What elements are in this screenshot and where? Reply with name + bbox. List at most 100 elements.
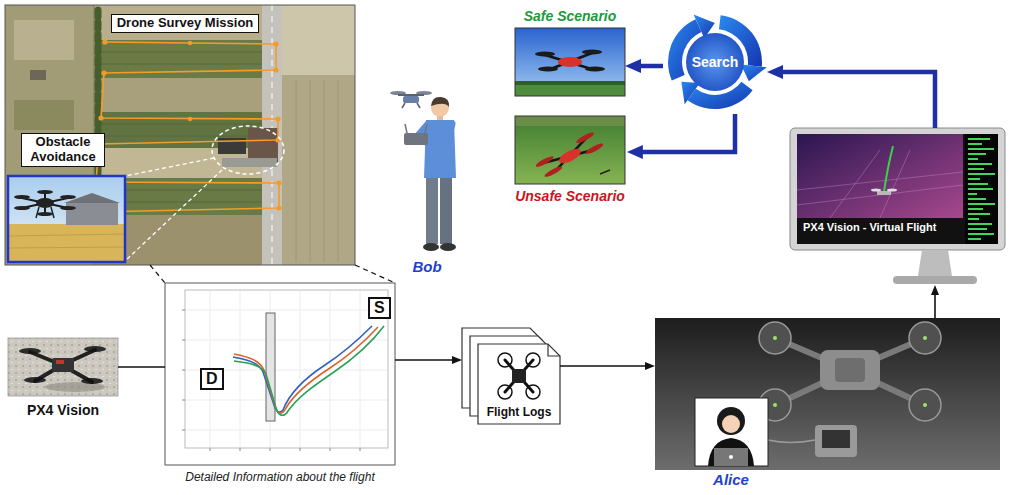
operator-figure <box>404 133 428 145</box>
unsafe-scenario-image <box>515 116 625 184</box>
flow-arrow <box>934 290 936 318</box>
operator-figure <box>402 103 405 108</box>
survey-map <box>14 100 74 130</box>
cycle-label: Search <box>692 54 739 70</box>
drone-photo <box>19 346 106 384</box>
survey-map <box>188 41 192 45</box>
analyst-panel <box>655 318 1000 470</box>
simulator-monitor <box>965 134 998 244</box>
survey-map <box>222 158 277 167</box>
cycle-ring <box>668 15 767 109</box>
simulator-monitor <box>884 146 893 192</box>
simulator-monitor <box>968 193 977 195</box>
scenario-image: Safe Scenario <box>515 6 625 96</box>
survey-map <box>30 70 46 80</box>
flight-log-stack <box>526 353 540 367</box>
obstacle-inset-photo <box>37 190 53 194</box>
trajectory-plot <box>270 448 271 451</box>
operator-figure <box>431 97 449 107</box>
simulator-monitor <box>968 203 995 205</box>
trajectory-plot <box>234 326 384 415</box>
simulator-monitor <box>918 250 952 276</box>
operator-figure <box>425 124 427 133</box>
document-label: Flight Logs <box>485 406 554 420</box>
survey-map <box>273 41 278 46</box>
drone-photo <box>84 346 106 352</box>
simulator-monitor: PX4 Vision - Virtual Flight <box>790 128 1005 285</box>
simulator-monitor <box>968 238 981 240</box>
analyst-panel <box>717 407 745 435</box>
obstacle-inset-photo <box>60 206 76 210</box>
operator-figure <box>424 120 456 178</box>
person-name: Alice <box>713 471 749 488</box>
obstacle-inset-photo <box>14 190 76 216</box>
survey-map <box>282 5 355 75</box>
obstacle-inset-photo <box>8 176 125 262</box>
survey-map <box>5 5 355 265</box>
obstacle-inset-photo <box>8 247 125 248</box>
safe-scenario-image <box>515 81 625 85</box>
flight-log-stack <box>498 385 512 399</box>
obstacle-inset-photo <box>8 176 125 262</box>
survey-map <box>95 78 262 112</box>
simulator-monitor <box>887 189 897 192</box>
trajectory-plot <box>182 310 185 311</box>
analyst-panel <box>773 336 777 340</box>
obstacle-inset-photo <box>51 207 54 218</box>
obstacle-inset-photo <box>8 176 125 262</box>
survey-map <box>125 158 214 176</box>
unsafe-scenario-image <box>584 142 604 156</box>
survey-map <box>5 5 355 265</box>
survey-map <box>338 80 339 262</box>
simulator-monitor <box>968 183 988 185</box>
flight-log-stack <box>498 353 540 399</box>
flight-log-stack <box>512 369 526 383</box>
survey-map <box>273 67 278 72</box>
cycle-center <box>686 33 744 91</box>
operator-figure <box>426 124 452 146</box>
analyst-panel <box>708 438 754 466</box>
unsafe-scenario-image <box>515 116 625 184</box>
survey-map <box>212 126 284 174</box>
safe-scenario-image <box>585 67 605 72</box>
operator-figure <box>440 178 452 244</box>
trajectory-plot <box>182 370 185 371</box>
simulator-monitor <box>797 134 998 244</box>
trajectory-plot <box>360 448 361 451</box>
callout-label: Obstacle Avoidance <box>21 133 105 167</box>
flow-arrow <box>776 72 935 128</box>
analyst-panel <box>768 440 815 443</box>
obstacle-inset-photo <box>14 195 30 199</box>
obstacle-inset-photo <box>8 234 125 236</box>
trajectory-plot <box>233 326 372 412</box>
simulator-monitor <box>968 223 992 225</box>
safe-scenario-image <box>558 57 582 67</box>
simulator-monitor <box>968 213 990 215</box>
flight-log-stack <box>462 328 560 424</box>
simulator-monitor <box>797 150 963 218</box>
simulator-monitor <box>968 153 986 155</box>
search-cycle: Search <box>663 10 767 114</box>
trajectory-plot <box>165 283 395 465</box>
survey-map <box>102 39 107 44</box>
simulator-monitor <box>968 198 986 200</box>
trajectory-plot <box>240 290 241 448</box>
obstacle-inset-photo <box>37 212 53 216</box>
analyst-panel <box>835 358 865 382</box>
point-marker: S <box>368 297 391 319</box>
simulator-monitor <box>797 134 963 218</box>
survey-map <box>275 116 280 121</box>
survey-map <box>188 117 192 121</box>
analyst-panel <box>820 350 880 390</box>
trajectory-plot <box>182 340 185 341</box>
survey-map <box>95 64 262 65</box>
trajectory-plot: DSDetailed Information about the flight <box>165 283 395 488</box>
zoom-leader-line <box>355 265 395 283</box>
simulator-monitor <box>797 185 963 205</box>
analyst-panel <box>655 318 1000 470</box>
plot-caption: Detailed Information about the flight <box>185 471 374 485</box>
survey-map <box>276 205 281 210</box>
unsafe-scenario-image <box>557 146 583 166</box>
flight-log-stack: Flight Logs <box>462 328 560 424</box>
